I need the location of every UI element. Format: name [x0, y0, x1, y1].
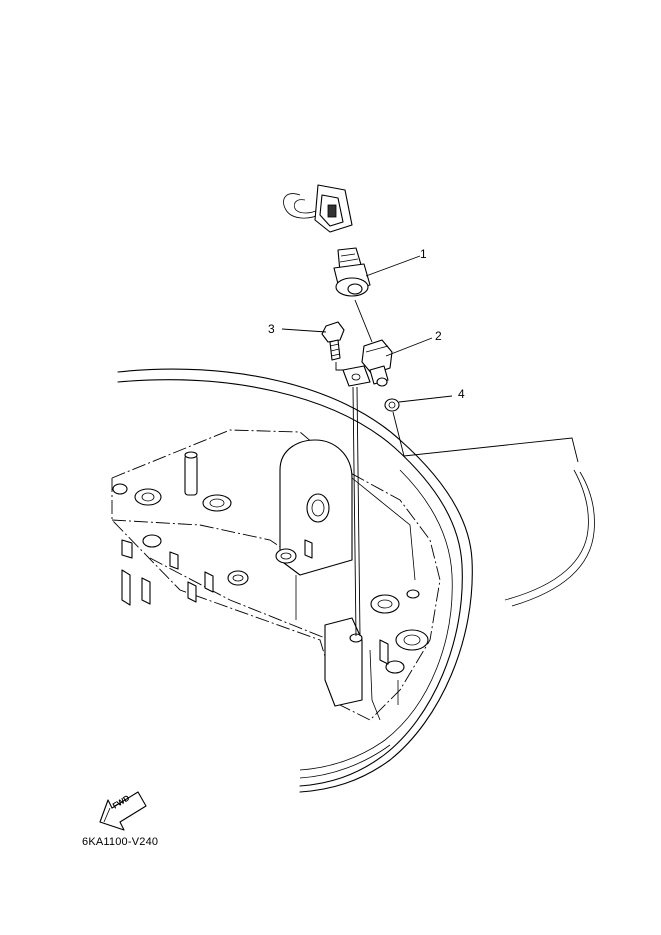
callout-1: 1 — [420, 247, 427, 261]
housing-clips — [121, 539, 389, 665]
callout-2: 2 — [435, 329, 442, 343]
part-2-switch — [354, 299, 433, 387]
harness-routing — [392, 411, 595, 607]
fwd-arrow-icon — [99, 791, 147, 831]
connector-coupler — [283, 184, 353, 233]
part-4-clip — [384, 395, 453, 412]
callout-3: 3 — [268, 322, 275, 336]
part-3-bolt — [281, 321, 371, 637]
callout-4: 4 — [458, 387, 465, 401]
engine-housing-outline — [111, 368, 473, 793]
housing-bosses — [112, 483, 429, 674]
part-1-sensor — [333, 247, 421, 297]
diagram-code: 6KA1100-V240 — [82, 836, 159, 848]
